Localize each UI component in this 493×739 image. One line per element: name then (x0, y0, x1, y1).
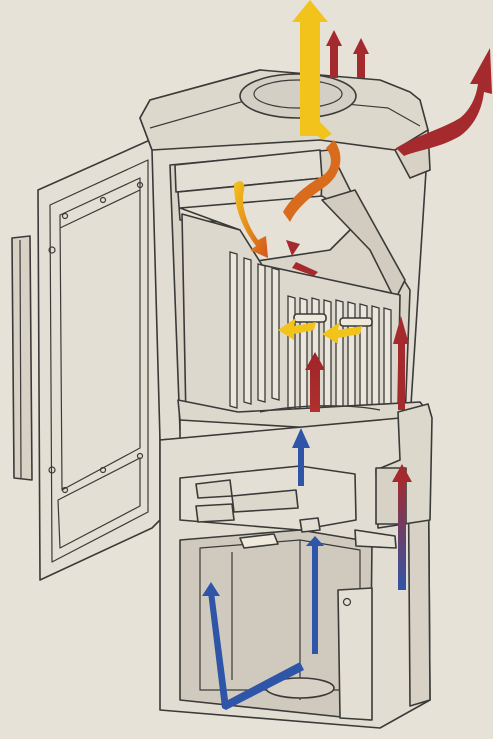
warm-air-convection-arrow (286, 30, 492, 412)
firebox-rib (257, 263, 266, 403)
door-handle[interactable] (11, 235, 33, 481)
firebox-rib (287, 295, 296, 411)
firebox-rib (383, 307, 392, 411)
firebox-rib (229, 251, 238, 409)
cold-air-to-convection-arrow (392, 464, 412, 590)
air-inlet-slots (293, 313, 373, 327)
stove-lower-body (159, 411, 431, 729)
flue-gas-arrow (278, 0, 362, 344)
secondary-combustion-air-arrow (234, 140, 341, 258)
firebox-rib (335, 299, 344, 415)
firebox-rib (243, 257, 252, 405)
stove-door[interactable] (37, 139, 161, 581)
cold-air-inflow-arrow (202, 428, 324, 710)
firebox-ribs (229, 251, 392, 415)
firebox-rib (271, 267, 280, 401)
firebox-rib (371, 305, 380, 413)
